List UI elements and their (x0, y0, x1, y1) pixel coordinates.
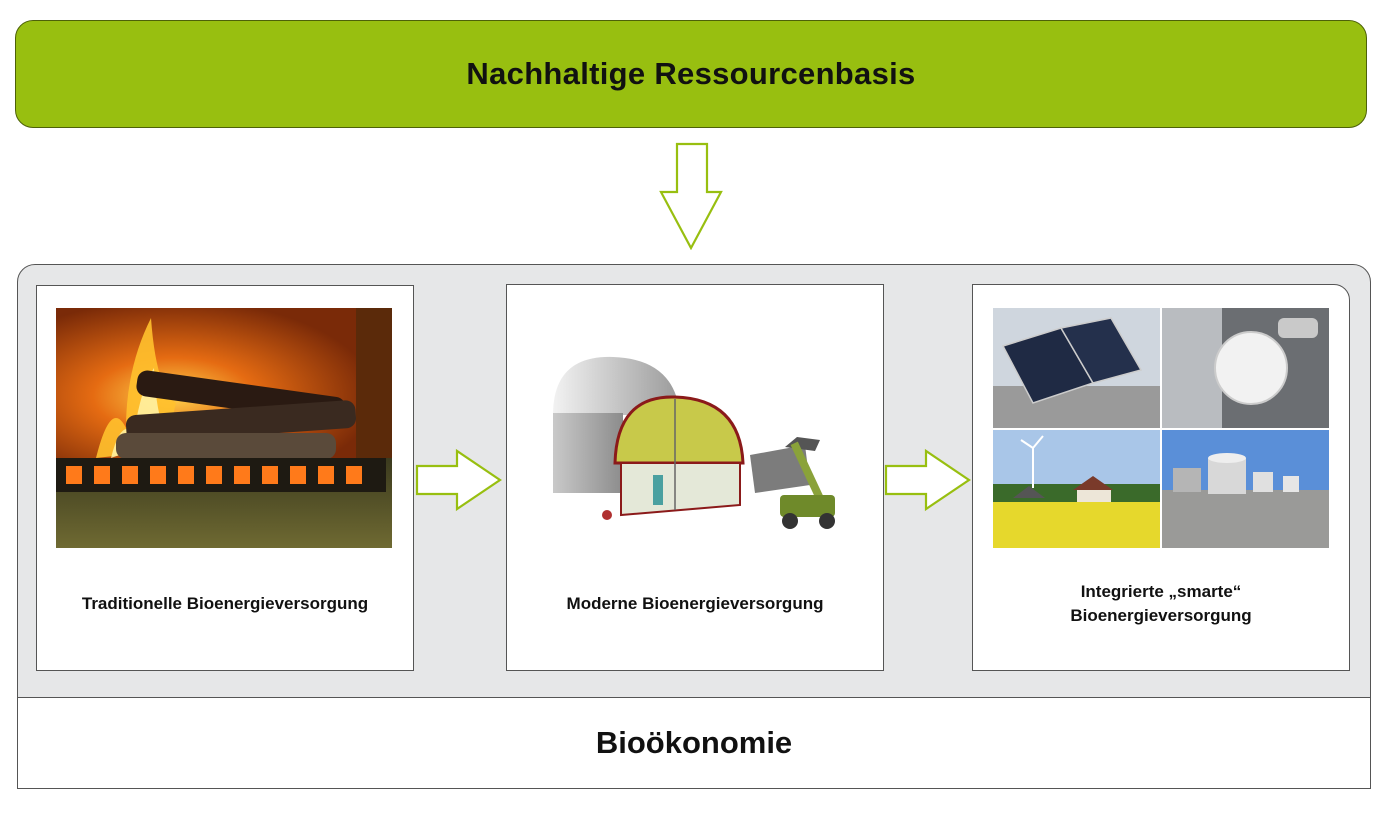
fireplace-photo (56, 308, 392, 548)
stage-modern: Moderne Bioenergieversorgung (506, 284, 884, 671)
banner-title: Nachhaltige Ressourcenbasis (466, 56, 916, 91)
smart-energy-photo-collage (993, 308, 1329, 548)
stage-traditional: Traditionelle Bioenergieversorgung (36, 285, 414, 671)
bioeconomy-bar: Bioökonomie (17, 697, 1371, 789)
footer-title: Bioökonomie (595, 725, 793, 760)
biogas-plant-illustration (553, 356, 835, 529)
right-arrow-icon (415, 448, 502, 512)
stage-label: Moderne Bioenergieversorgung (566, 594, 824, 613)
stage-smart: Integrierte „smarte“ Bioenergieversorgun… (972, 284, 1350, 671)
right-arrow-icon (884, 448, 971, 512)
down-arrow-icon (659, 142, 723, 250)
stage-label: Traditionelle Bioenergieversorgung (81, 594, 369, 613)
resource-base-banner: Nachhaltige Ressourcenbasis (15, 20, 1367, 128)
stage-label: Integrierte „smarte“ Bioenergieversorgun… (1070, 582, 1252, 625)
